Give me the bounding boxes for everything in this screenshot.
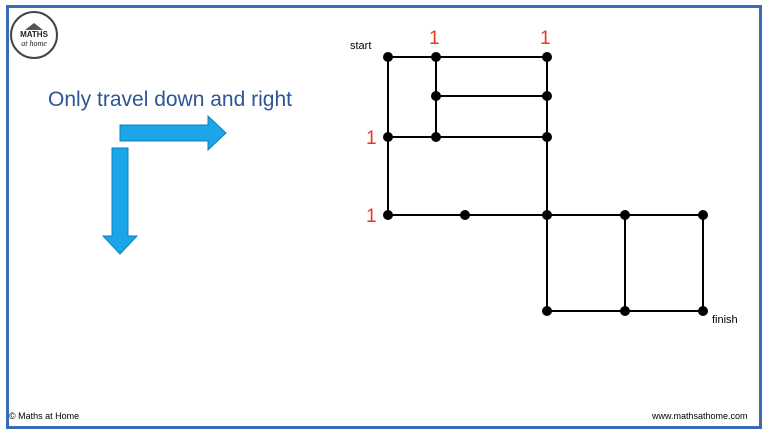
copyright-text: © Maths at Home [9, 411, 80, 421]
node-left-2 [383, 210, 393, 220]
house-icon [25, 22, 43, 30]
count-top-1: 1 [429, 28, 440, 49]
node-row4-3 [620, 210, 630, 220]
node-mid-2 [542, 91, 552, 101]
node-finish [698, 306, 708, 316]
logo-text-at-home: at home [21, 38, 47, 48]
node-row4-1 [460, 210, 470, 220]
count-left-2: 1 [366, 206, 377, 227]
node-row5-1 [542, 306, 552, 316]
down-arrow-icon [101, 147, 139, 255]
node-row3-2 [542, 132, 552, 142]
right-arrow-icon [119, 114, 227, 152]
start-label: start [350, 40, 371, 52]
count-top-2: 1 [540, 28, 551, 49]
node-row5-2 [620, 306, 630, 316]
maths-at-home-logo: MATHS at home [10, 11, 58, 59]
node-row4-2 [542, 210, 552, 220]
node-start [383, 52, 393, 62]
count-left-1: 1 [366, 128, 377, 149]
instruction-headline: Only travel down and right [48, 88, 292, 111]
node-top-2 [542, 52, 552, 62]
finish-label: finish [712, 314, 738, 326]
logo-text-maths: MATHS [20, 29, 48, 39]
node-mid-1 [431, 91, 441, 101]
node-top-1 [431, 52, 441, 62]
node-left-1 [383, 132, 393, 142]
website-url: www.mathsathome.com [652, 411, 748, 421]
node-row3-1 [431, 132, 441, 142]
node-row4-4 [698, 210, 708, 220]
